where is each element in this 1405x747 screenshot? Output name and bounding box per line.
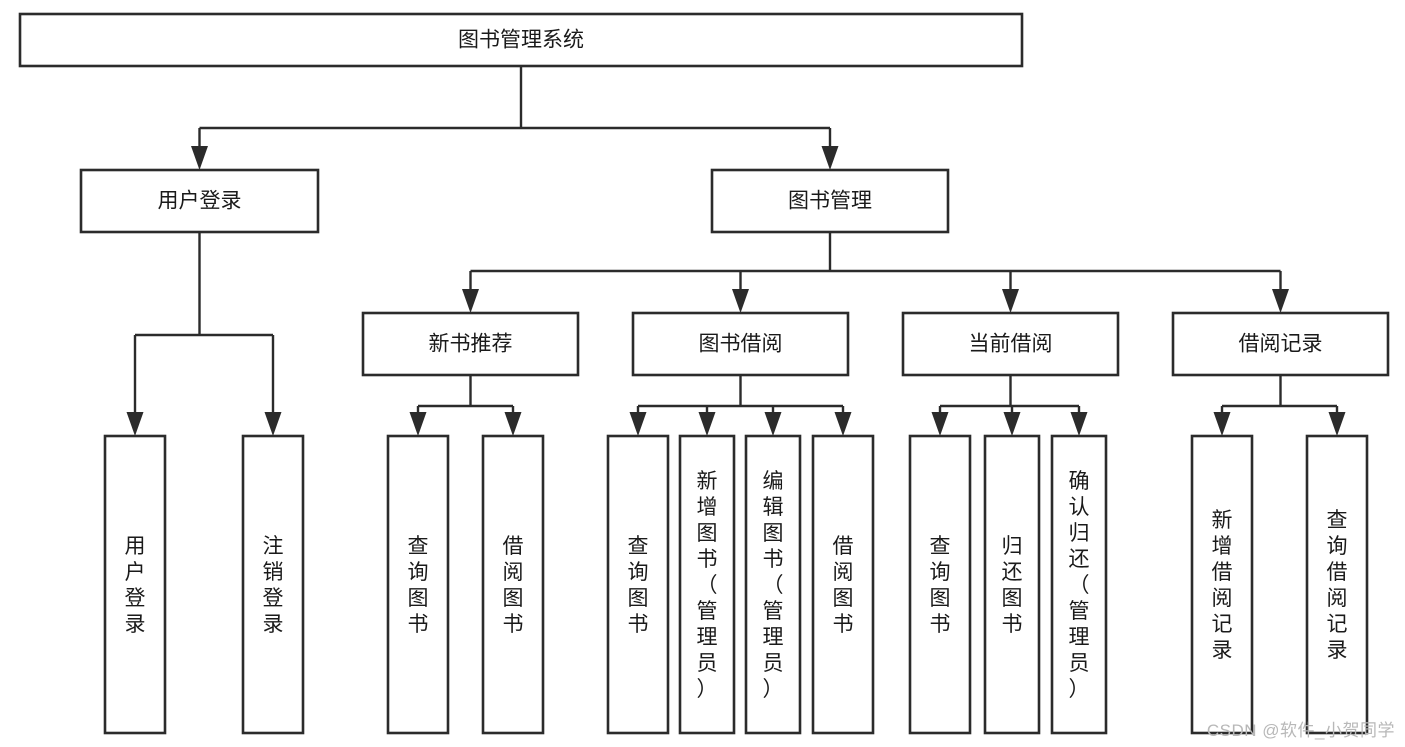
node-book-borrow-box[interactable] <box>631 311 850 377</box>
node-user-login-label: 用户登录 <box>158 190 242 213</box>
leaf-query-record-box[interactable] <box>1305 434 1369 735</box>
arrow-head-current-leaf-1 <box>931 412 949 436</box>
leaf-logout-box[interactable] <box>241 434 305 735</box>
node-book-borrow-label: 图书借阅 <box>699 333 783 356</box>
leaf-add-record-box[interactable] <box>1190 434 1254 735</box>
leaf-node[interactable]: 借阅图书 <box>481 434 545 735</box>
node-borrow-record-label: 借阅记录 <box>1239 333 1323 356</box>
node-user-login-box[interactable] <box>79 168 320 234</box>
leaf-node[interactable]: 查询图书 <box>386 434 450 735</box>
arrow-head-borrow-leaf-1 <box>629 412 647 436</box>
arrow-head-root-to-book <box>821 146 839 170</box>
leaf-query-record-label: 查询借阅记录 <box>1327 509 1348 662</box>
leaf-node[interactable]: 编辑图书（管理员） <box>744 434 802 735</box>
arrow-head-current-leaf-2 <box>1003 412 1021 436</box>
leaf-borrow-book-2-box[interactable] <box>811 434 875 735</box>
node-new-book-recommend-label: 新书推荐 <box>429 333 513 356</box>
arrow-head-current-leaf-3 <box>1070 412 1088 436</box>
arrow-head-record-leaf-1 <box>1213 412 1231 436</box>
arrow-head-user-leaf-1 <box>126 412 144 436</box>
node-borrow-record-box[interactable] <box>1171 311 1390 377</box>
node-current-borrow-box[interactable] <box>901 311 1120 377</box>
leaf-user-login-box[interactable] <box>103 434 167 735</box>
arrow-head-newbook-leaf-1 <box>409 412 427 436</box>
arrow-head-user-leaf-2 <box>264 412 282 436</box>
arrow-head-borrow-leaf-2 <box>698 412 716 436</box>
node-book-management[interactable]: 图书管理 <box>710 168 950 234</box>
leaf-add-book-label: 新增图书（管理员） <box>697 470 718 701</box>
leaf-node[interactable]: 注销登录 <box>241 434 305 735</box>
leaf-confirm-return-label: 确认归还（管理员） <box>1069 470 1090 701</box>
leaf-query-book-1-box[interactable] <box>386 434 450 735</box>
node-current-borrow-label: 当前借阅 <box>969 333 1053 356</box>
leaf-borrow-book-1-label: 借阅图书 <box>503 535 524 636</box>
node-root[interactable]: 图书管理系统 <box>18 12 1024 68</box>
node-book-management-label: 图书管理 <box>788 190 872 213</box>
node-current-borrow[interactable]: 当前借阅 <box>901 311 1120 377</box>
node-root-label: 图书管理系统 <box>458 29 584 52</box>
arrow-head-book-to-current <box>1002 289 1019 313</box>
leaf-node[interactable]: 归还图书 <box>983 434 1041 735</box>
leaf-return-book-label: 归还图书 <box>1002 535 1023 636</box>
leaf-query-book-3-label: 查询图书 <box>930 535 951 636</box>
leaf-query-book-1-label: 查询图书 <box>408 535 429 636</box>
leaf-confirm-return-box[interactable] <box>1050 434 1108 735</box>
leaf-node[interactable]: 确认归还（管理员） <box>1050 434 1108 735</box>
leaf-borrow-book-1-box[interactable] <box>481 434 545 735</box>
arrow-head-record-leaf-2 <box>1328 412 1346 436</box>
arrow-head-book-to-record <box>1272 289 1289 313</box>
leaf-add-record-label: 新增借阅记录 <box>1212 509 1233 662</box>
leaf-query-book-2-label: 查询图书 <box>628 535 649 636</box>
node-borrow-record[interactable]: 借阅记录 <box>1171 311 1390 377</box>
csdn-watermark: CSDN @软件_小贺同学 <box>1206 721 1395 740</box>
arrow-head-root-to-user <box>191 146 208 170</box>
leaf-node[interactable]: 借阅图书 <box>811 434 875 735</box>
connector-layer <box>126 66 1346 436</box>
leaf-node[interactable]: 查询图书 <box>606 434 670 735</box>
leaf-edit-book-box[interactable] <box>744 434 802 735</box>
leaf-node[interactable]: 用户登录 <box>103 434 167 735</box>
leaf-edit-book-label: 编辑图书（管理员） <box>763 470 784 701</box>
leaf-user-login-label: 用户登录 <box>125 535 146 636</box>
node-new-book-recommend-box[interactable] <box>361 311 580 377</box>
arrow-head-newbook-leaf-2 <box>504 412 522 436</box>
arrow-head-borrow-leaf-4 <box>834 412 852 436</box>
arrow-head-book-to-new <box>462 289 479 313</box>
node-root-box[interactable] <box>18 12 1024 68</box>
node-user-login[interactable]: 用户登录 <box>79 168 320 234</box>
leaf-node[interactable]: 新增借阅记录 <box>1190 434 1254 735</box>
leaf-query-book-2-box[interactable] <box>606 434 670 735</box>
arrow-head-borrow-leaf-3 <box>764 412 782 436</box>
leaf-logout-label: 注销登录 <box>263 535 284 636</box>
leaf-return-book-box[interactable] <box>983 434 1041 735</box>
leaf-node[interactable]: 查询借阅记录 <box>1305 434 1369 735</box>
leaf-node[interactable]: 新增图书（管理员） <box>678 434 736 735</box>
node-new-book-recommend[interactable]: 新书推荐 <box>361 311 580 377</box>
leaf-node[interactable]: 查询图书 <box>908 434 972 735</box>
node-book-borrow[interactable]: 图书借阅 <box>631 311 850 377</box>
leaf-query-book-3-box[interactable] <box>908 434 972 735</box>
arrow-head-book-to-borrow <box>732 289 749 313</box>
leaf-add-book-box[interactable] <box>678 434 736 735</box>
leaf-borrow-book-2-label: 借阅图书 <box>833 535 854 636</box>
node-book-management-box[interactable] <box>710 168 950 234</box>
